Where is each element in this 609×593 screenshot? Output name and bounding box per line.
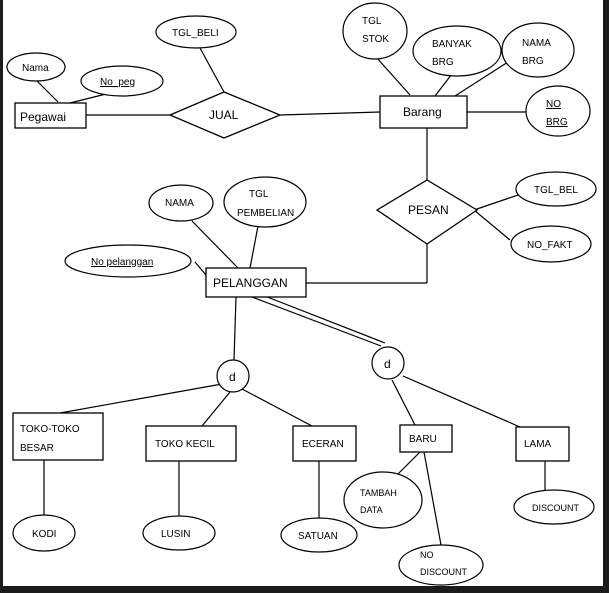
attr-tgl-stok <box>342 2 408 60</box>
entity-toko-besar <box>12 412 104 461</box>
line-pesan-tglbel <box>473 194 519 211</box>
label-jual: JUAL <box>209 108 239 122</box>
attr-tgl-bel <box>515 171 597 207</box>
label-pegawai: Pegawai <box>20 110 66 124</box>
entity-lama <box>515 426 570 462</box>
label-nama-brg-1: NAMA <box>522 38 551 49</box>
label-nama-pegawai: Nama <box>22 63 49 74</box>
label-kodi: KODI <box>32 529 56 540</box>
label-no-pelanggan: No pelanggan <box>91 257 153 268</box>
relationship-jual <box>168 91 282 139</box>
label-d-pelanggan: d <box>229 370 236 384</box>
label-no-peg: No_peg <box>100 77 135 88</box>
label-banyak-brg-2: BRG <box>432 57 454 68</box>
attr-discount <box>513 489 595 525</box>
entity-baru <box>399 424 453 453</box>
attr-lusin <box>142 515 216 551</box>
label-tgl-pembelian-1: TGL <box>249 189 269 200</box>
attr-satuan <box>280 517 358 553</box>
label-lusin: LUSIN <box>161 529 190 540</box>
attr-tambah-data <box>343 471 423 529</box>
entity-barang <box>379 95 468 129</box>
label-pesan: PESAN <box>408 203 449 217</box>
line-tglpembelian-pelanggan <box>249 225 259 269</box>
attr-kodi <box>12 514 76 552</box>
label-nama-pelanggan: NAMA <box>165 198 194 209</box>
attr-no-peg <box>80 65 164 97</box>
line-tglstok-barang <box>376 57 411 96</box>
attr-banyak-brg <box>412 25 502 77</box>
label-no-fakt: NO_FAKT <box>527 240 573 251</box>
attr-no-brg <box>525 85 591 137</box>
label-tambah-data-1: TAMBAH <box>360 488 397 498</box>
line-d1-tokobesar <box>59 383 223 414</box>
label-discount: DISCOUNT <box>532 503 580 513</box>
specialization-circle-pelanggan <box>216 359 250 393</box>
label-toko-besar-2: BESAR <box>20 443 54 454</box>
label-tgl-stok-2: STOK <box>362 34 389 45</box>
label-no-brg-1: NO <box>546 99 561 110</box>
relationship-pesan <box>375 179 479 245</box>
line-namabrg-barang <box>454 61 509 97</box>
attr-no-pelanggan <box>64 244 192 278</box>
line-d2-lama <box>402 375 521 428</box>
line-jual-barang <box>279 111 381 116</box>
attr-nama-brg <box>501 22 575 78</box>
label-banyak-brg-1: BANYAK <box>432 39 472 50</box>
label-tgl-pembelian-2: PEMBELIAN <box>237 208 294 219</box>
line-nama-pelanggan <box>191 220 239 269</box>
label-no-brg-2: BRG <box>546 117 568 128</box>
entity-pelanggan <box>205 267 307 298</box>
label-nama-brg-2: BRG <box>522 56 544 67</box>
attr-nama-pegawai <box>6 52 66 82</box>
line-pelanggan-d1 <box>233 296 237 361</box>
label-toko-kecil: TOKO KECIL <box>155 439 215 450</box>
label-no-discount-1: NO <box>420 550 434 560</box>
label-tgl-beli: TGL_BELI <box>172 28 219 39</box>
label-toko-besar-1: TOKO-TOKO <box>20 424 80 435</box>
line-tglbeli-jual <box>199 47 225 93</box>
label-barang: Barang <box>403 105 442 119</box>
attr-tgl-pembelian <box>223 176 307 228</box>
line-baru-tambahdata <box>394 451 421 478</box>
label-lama: LAMA <box>524 439 552 450</box>
attr-no-discount <box>398 544 484 586</box>
entity-pegawai <box>14 102 87 129</box>
label-tgl-bel: TGL_BEL <box>534 185 578 196</box>
attr-no-fakt <box>510 225 592 263</box>
label-pelanggan: PELANGGAN <box>213 276 288 290</box>
line-d2-baru <box>391 379 416 426</box>
line-pelanggan-d2-b <box>256 292 386 344</box>
label-tgl-stok-1: TGL <box>362 16 382 27</box>
specialization-circle-baru-lama <box>371 346 405 380</box>
label-satuan: SATUAN <box>298 531 338 542</box>
attr-nama-pelanggan <box>148 184 214 222</box>
line-d1-eceran <box>241 388 313 427</box>
entity-toko-kecil <box>145 425 237 462</box>
label-d-baru-lama: d <box>384 357 391 371</box>
line-nama-pegawai <box>35 79 59 103</box>
label-baru: BARU <box>409 434 437 445</box>
attr-tgl-beli <box>155 15 237 49</box>
line-pesan-nofakt <box>473 209 511 241</box>
line-baru-nodiscount <box>423 451 442 546</box>
line-pelanggan-d2-a <box>251 296 382 347</box>
line-nopelanggan-pelanggan <box>194 261 207 276</box>
label-eceran: ECERAN <box>302 439 344 450</box>
label-tambah-data-2: DATA <box>360 505 383 515</box>
entity-eceran <box>292 425 357 462</box>
label-no-discount-2: DISCOUNT <box>420 567 468 577</box>
line-d1-tokokecil <box>201 391 231 427</box>
